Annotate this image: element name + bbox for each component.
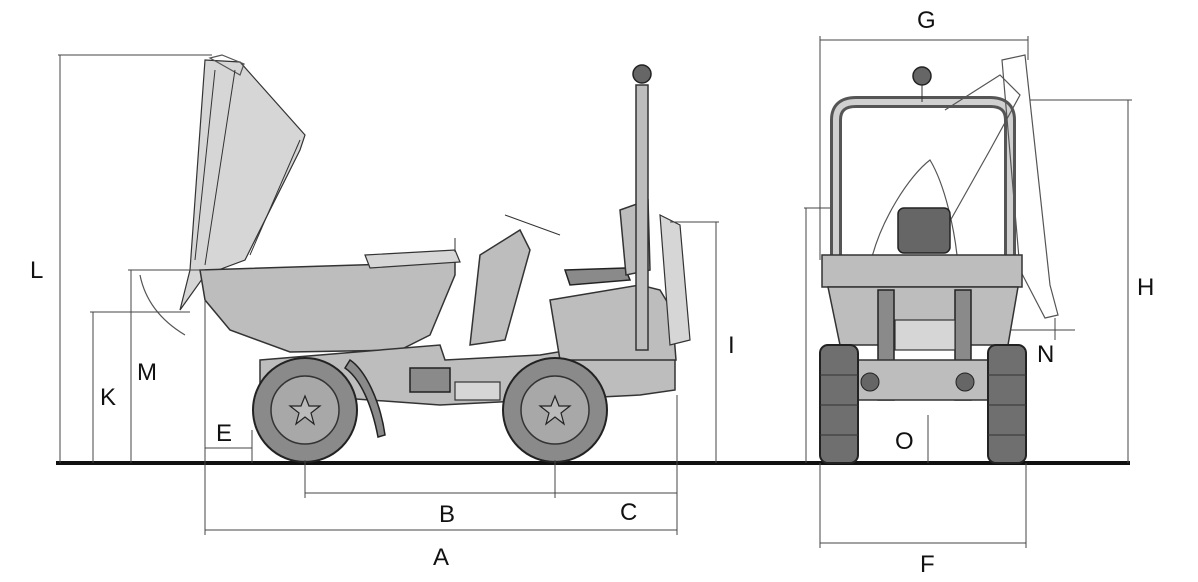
rear-wheel <box>502 357 608 463</box>
label-n: N <box>1037 341 1054 368</box>
front-seat <box>897 207 951 254</box>
label-i: I <box>728 332 735 359</box>
dimension-labels: L K M E B C A I G H N O F <box>30 7 1154 578</box>
label-f: F <box>920 551 935 578</box>
front-left-tire <box>819 344 859 464</box>
label-b: B <box>439 501 455 528</box>
label-m: M <box>137 359 157 386</box>
label-c: C <box>620 499 637 526</box>
label-e: E <box>216 420 232 447</box>
side-view-dumper <box>139 54 691 463</box>
label-l: L <box>30 257 43 284</box>
front-beacon <box>912 66 932 86</box>
steering-column <box>469 228 531 346</box>
operator-seat <box>563 267 632 286</box>
front-skip <box>821 254 1023 288</box>
rops-post <box>635 84 649 351</box>
dimension-lines <box>58 36 1132 548</box>
front-view-dumper <box>819 54 1059 464</box>
front-wheel <box>252 357 358 463</box>
label-g: G <box>917 7 936 34</box>
lowered-skip <box>199 261 456 353</box>
label-h: H <box>1137 274 1154 301</box>
label-o: O <box>895 428 914 455</box>
front-right-tire <box>987 344 1027 464</box>
label-k: K <box>100 384 116 411</box>
raised-skip-outline <box>179 54 306 311</box>
dump-arc <box>139 274 186 336</box>
beacon-light <box>632 64 652 84</box>
engine-cover <box>549 284 677 361</box>
label-a: A <box>433 544 449 571</box>
